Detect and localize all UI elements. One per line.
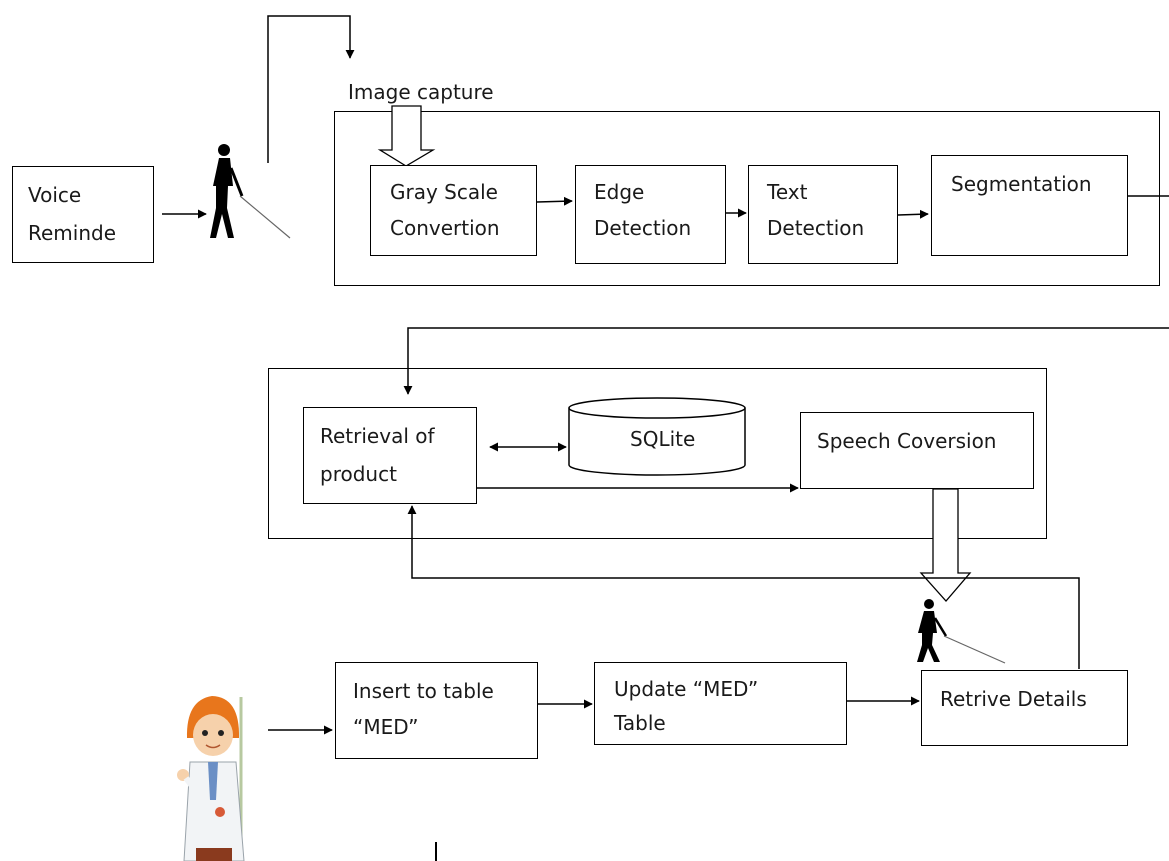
blind-user-icon [917,599,1006,664]
arrow-retrive-to-retrieval [407,505,1080,669]
retrieval-container [268,368,1047,539]
gray-scale-box: Gray Scale Convertion [370,165,537,256]
retrive-details-box: Retrive Details [921,670,1128,746]
arrow-user-to-capture [267,15,355,163]
speech-conversion-label: Speech Coversion [817,429,997,453]
gray-scale-line2: Convertion [390,216,500,240]
retrieval-line1: Retrieval of [320,424,435,448]
segmentation-label: Segmentation [951,172,1092,196]
arrow-seg-to-retrieval [403,327,1169,395]
hollow-arrow-capture [377,105,436,167]
image-processing-container [334,111,1160,286]
insert-line2: “MED” [353,715,419,739]
sqlite-cylinder [568,397,746,476]
segmentation-box: Segmentation [931,155,1128,256]
text-detection-box: Text Detection [748,165,898,264]
edge-detection-box: Edge Detection [575,165,726,264]
retrieval-box: Retrieval of product [303,407,477,504]
text-detection-line1: Text [767,180,808,204]
edge-detection-line2: Detection [594,216,692,240]
voice-reminder-line2: Reminde [28,221,117,245]
voice-reminder-box: Voice Reminde [12,166,154,263]
update-line1: Update “MED” [614,677,759,701]
arrow-gray-to-edge [536,196,573,206]
arrow-text-to-seg [897,209,929,219]
doctor-icon [177,696,245,861]
gray-scale-line1: Gray Scale [390,180,498,204]
update-line2: Table [614,711,666,735]
hollow-arrow-speech [919,488,972,602]
insert-box: Insert to table “MED” [335,662,538,759]
insert-line1: Insert to table [353,679,494,703]
retrieval-line2: product [320,462,397,486]
retrive-details-label: Retrive Details [940,687,1087,711]
sqlite-label: SQLite [630,427,696,451]
text-detection-line2: Detection [767,216,865,240]
voice-reminder-line1: Voice [28,183,82,207]
edge-detection-line1: Edge [594,180,645,204]
blind-user-icon [210,144,291,239]
speech-conversion-box: Speech Coversion [800,412,1034,489]
update-box: Update “MED” Table [594,662,847,745]
image-capture-label: Image capture [348,80,494,104]
